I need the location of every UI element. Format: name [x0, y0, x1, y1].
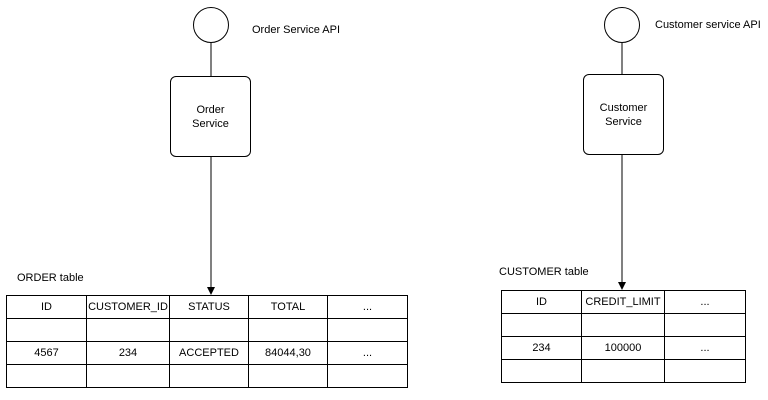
table-cell: [501, 359, 582, 383]
order-service-label-line2: Service: [192, 117, 229, 130]
table-cell: [169, 318, 249, 342]
table-row: [501, 313, 746, 337]
table-cell: [581, 313, 665, 337]
table-cell: [664, 313, 746, 337]
table-cell: ...: [327, 341, 408, 365]
table-row: 4567 234 ACCEPTED 84044,30 ...: [6, 341, 408, 365]
table-row: 234 100000 ...: [501, 336, 746, 360]
table-cell: [169, 364, 249, 388]
table-cell: [664, 359, 746, 383]
column-header: STATUS: [169, 295, 249, 319]
table-cell: ACCEPTED: [169, 341, 249, 365]
table-cell: [6, 318, 87, 342]
column-header: CUSTOMER_ID: [86, 295, 170, 319]
column-header: ID: [6, 295, 87, 319]
order-api-label: Order Service API: [252, 24, 341, 36]
table-cell: [6, 364, 87, 388]
table-cell: [86, 318, 170, 342]
table-cell: [248, 318, 328, 342]
order-table: ID CUSTOMER_ID STATUS TOTAL ... 4567 234…: [6, 295, 408, 388]
table-cell: 234: [86, 341, 170, 365]
column-header: ...: [664, 290, 746, 314]
column-header: ...: [327, 295, 408, 319]
table-cell: ...: [664, 336, 746, 360]
table-header-row: ID CREDIT_LIMIT ...: [501, 290, 746, 314]
table-cell: 84044,30: [248, 341, 328, 365]
customer-table: ID CREDIT_LIMIT ... 234 100000 ...: [501, 290, 746, 383]
column-header: ID: [501, 290, 582, 314]
order-service-label-line1: Order: [196, 103, 225, 116]
customer-service-box: Customer Service: [583, 74, 664, 155]
table-cell: 100000: [581, 336, 665, 360]
order-service-box: Order Service: [170, 76, 251, 157]
table-cell: [327, 364, 408, 388]
table-cell: [501, 313, 582, 337]
table-row: [6, 364, 408, 388]
table-cell: 234: [501, 336, 582, 360]
table-row: [6, 318, 408, 342]
table-cell: [248, 364, 328, 388]
table-cell: 4567: [6, 341, 87, 365]
order-api-icon: [193, 7, 229, 43]
customer-api-label: Customer service API: [655, 19, 761, 31]
column-header: TOTAL: [248, 295, 328, 319]
order-table-title: ORDER table: [17, 272, 84, 284]
customer-table-title: CUSTOMER table: [499, 266, 589, 278]
column-header: CREDIT_LIMIT: [581, 290, 665, 314]
table-header-row: ID CUSTOMER_ID STATUS TOTAL ...: [6, 295, 408, 319]
table-row: [501, 359, 746, 383]
table-cell: [327, 318, 408, 342]
customer-service-label-line2: Service: [605, 115, 642, 128]
table-cell: [581, 359, 665, 383]
customer-service-label-line1: Customer: [599, 101, 648, 114]
customer-api-icon: [604, 7, 640, 43]
table-cell: [86, 364, 170, 388]
